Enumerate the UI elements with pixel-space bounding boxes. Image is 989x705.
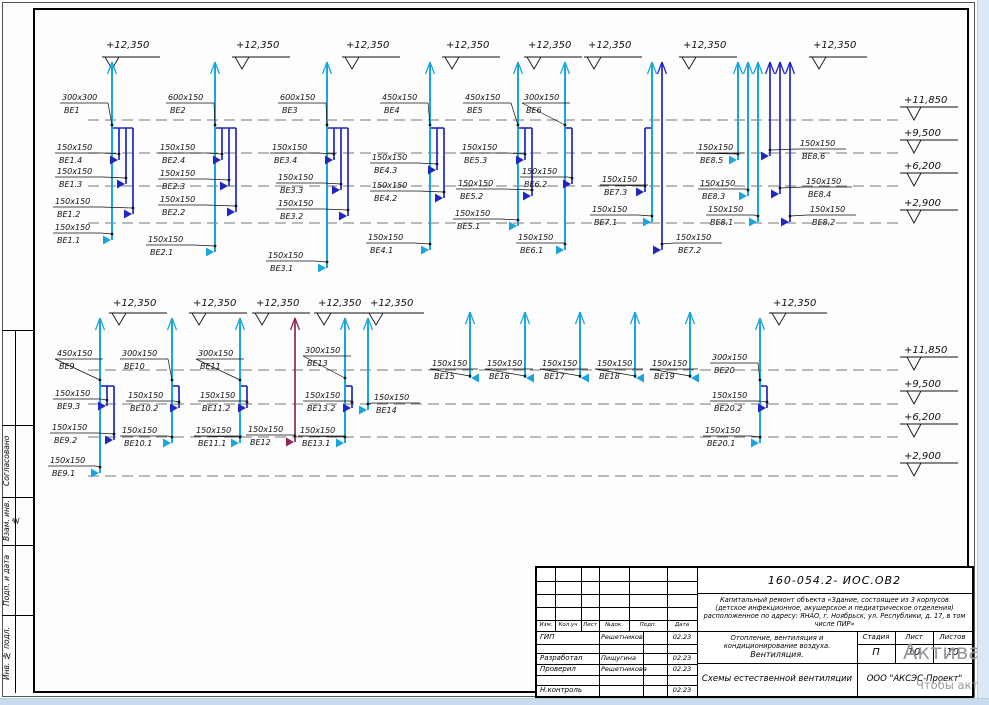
section-title: Отопление, вентиляция и кондиционировани…: [699, 632, 855, 662]
horizontal-scrollbar[interactable]: [0, 698, 989, 705]
grid-line: [537, 685, 697, 686]
grid-line: [537, 581, 697, 582]
grid-line: [933, 631, 934, 663]
rev-header-izm: Изм.: [539, 622, 553, 629]
grid-line: [537, 664, 697, 665]
rev-header-ndok: №док.: [605, 622, 623, 629]
sign-role-nkontrol: Н.контроль: [540, 686, 582, 695]
grid-line: [895, 631, 896, 663]
sign-role-proveril: Проверил: [540, 665, 576, 674]
activation-watermark-line1: Актива: [903, 640, 982, 664]
grid-line: [857, 644, 972, 645]
grid-line: [2, 330, 33, 331]
section-title-line2: Вентиляция.: [750, 650, 804, 660]
activation-watermark-line2: Чтобы акти: [916, 678, 986, 692]
grid-line: [537, 675, 697, 676]
sign-date-proveril: 02.23: [672, 665, 692, 674]
margin-label-soglasovano: Согласовано: [2, 435, 11, 487]
sheets-header: Листов: [939, 633, 966, 642]
rev-header-list: Лист: [583, 622, 597, 629]
sheets-total: 10: [946, 647, 959, 659]
section-title-line1: Отопление, вентиляция и кондиционировани…: [723, 633, 831, 650]
project-description-line3: расположенное по адресу: ЯНАО, г. Ноябрь…: [703, 612, 966, 629]
sign-role-gip: ГИП: [540, 633, 555, 642]
grid-line: [2, 545, 33, 546]
grid-line: [537, 594, 697, 595]
grid-line: [537, 607, 697, 608]
sheet-title: Схемы естественной вентиляции: [701, 674, 853, 685]
sheet-frame: [33, 8, 969, 693]
rev-header-podp: Подп.: [639, 622, 657, 629]
grid-line: [2, 425, 33, 426]
sign-name-gip: Решетников: [601, 633, 643, 642]
left-margin-table: Согласовано Взам. инв. № Подп. и дата Ин…: [2, 8, 33, 693]
sheet-header: Лист: [905, 633, 923, 642]
grid-line: [629, 568, 630, 631]
grid-line: [555, 568, 556, 631]
sheet-number: 10: [907, 647, 921, 659]
grid-line: [15, 330, 16, 693]
project-description-line2: (детское инфекционное, акушерское и педи…: [715, 603, 954, 612]
margin-label-inv-podl: Инв. № подл.: [2, 627, 11, 681]
grid-line: [537, 653, 697, 654]
grid-line: [667, 568, 668, 696]
sign-date-nkontrol: 02.23: [672, 686, 692, 695]
doc-number: 160-054.2- ИОС.ОВ2: [767, 573, 902, 587]
stage-value: П: [872, 647, 880, 659]
stage-header: Стадия: [862, 633, 890, 642]
vertical-scrollbar[interactable]: [977, 0, 989, 705]
sign-name-proveril: Решетникова: [601, 665, 647, 674]
grid-line: [599, 568, 600, 631]
sign-name-nkontrol: [601, 685, 643, 696]
grid-line: [697, 593, 972, 594]
grid-line: [537, 631, 972, 632]
margin-label-vzam-inv: Взам. инв. №: [2, 500, 20, 542]
grid-line: [697, 663, 972, 664]
grid-line: [537, 644, 697, 645]
company-name: ООО "АКСЭС-Проект": [866, 674, 963, 685]
sheet-outer-border: [2, 2, 975, 697]
grid-line: [537, 620, 697, 621]
sign-date-razrabotal: 02.23: [672, 654, 692, 663]
grid-line: [2, 497, 33, 498]
grid-line: [2, 615, 33, 616]
rev-header-data: Дата: [674, 622, 690, 629]
grid-line: [643, 631, 644, 696]
project-description: Капитальный ремонт объекта «Здание, сост…: [699, 594, 970, 630]
title-block: Изм. Кол.уч Лист №док. Подп. Дата ГИП Ре…: [535, 566, 974, 698]
project-description-line1: Капитальный ремонт объекта «Здание, сост…: [720, 595, 949, 604]
grid-line: [599, 631, 600, 696]
grid-line: [697, 568, 698, 696]
sign-date-gip: 02.23: [672, 633, 692, 642]
sign-name-razrabotal: Пищугина: [601, 654, 636, 663]
rev-header-koluch: Кол.уч: [558, 622, 578, 629]
margin-label-podp-data: Подп. и дата: [2, 554, 11, 606]
sign-role-razrabotal: Разработал: [540, 654, 583, 663]
grid-line: [581, 568, 582, 631]
